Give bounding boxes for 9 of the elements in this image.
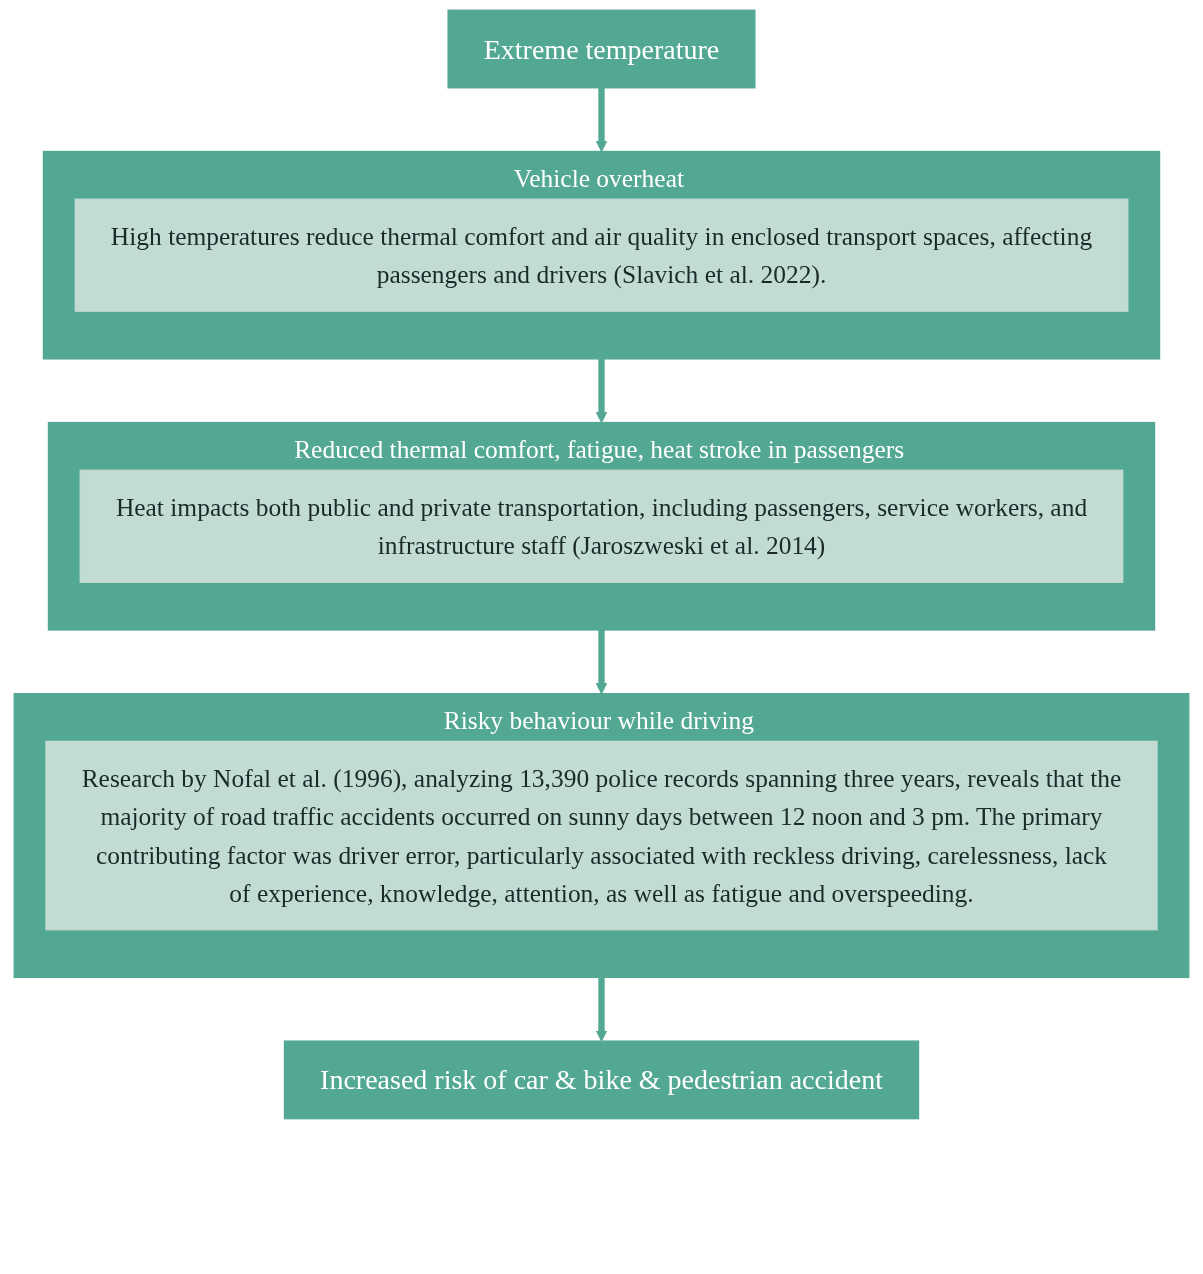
arrow — [595, 630, 608, 695]
node-box: High temperatures reduce thermal comfort and air quality in enclosed transport spaces, affecting passengers and drivers (Slavich et al. 2022). — [74, 198, 1129, 312]
node-box: Heat impacts both public and private transportation, including passengers, service workers, and infrastructure staff (Jaroszweski et al. 2014) — [79, 469, 1124, 583]
arrow — [595, 977, 608, 1042]
arrow — [595, 87, 608, 152]
node-box: Extreme temperature — [447, 9, 756, 89]
node-box: Increased risk of car & bike & pedestrian accident — [283, 1040, 920, 1120]
arrow — [595, 358, 608, 424]
node-box: Research by Nofal et al. (1996), analyzing 13,390 police records spanning three years, reveals that the majority of road traffic accidents occurred on sunny days between 12 noon and 3 pm. The primary contributing factor was driver error, particularly associated with reckless driving, carelessness, lack of experience, knowledge, attention, as well as fatigue and overspeeding. — [45, 740, 1158, 931]
